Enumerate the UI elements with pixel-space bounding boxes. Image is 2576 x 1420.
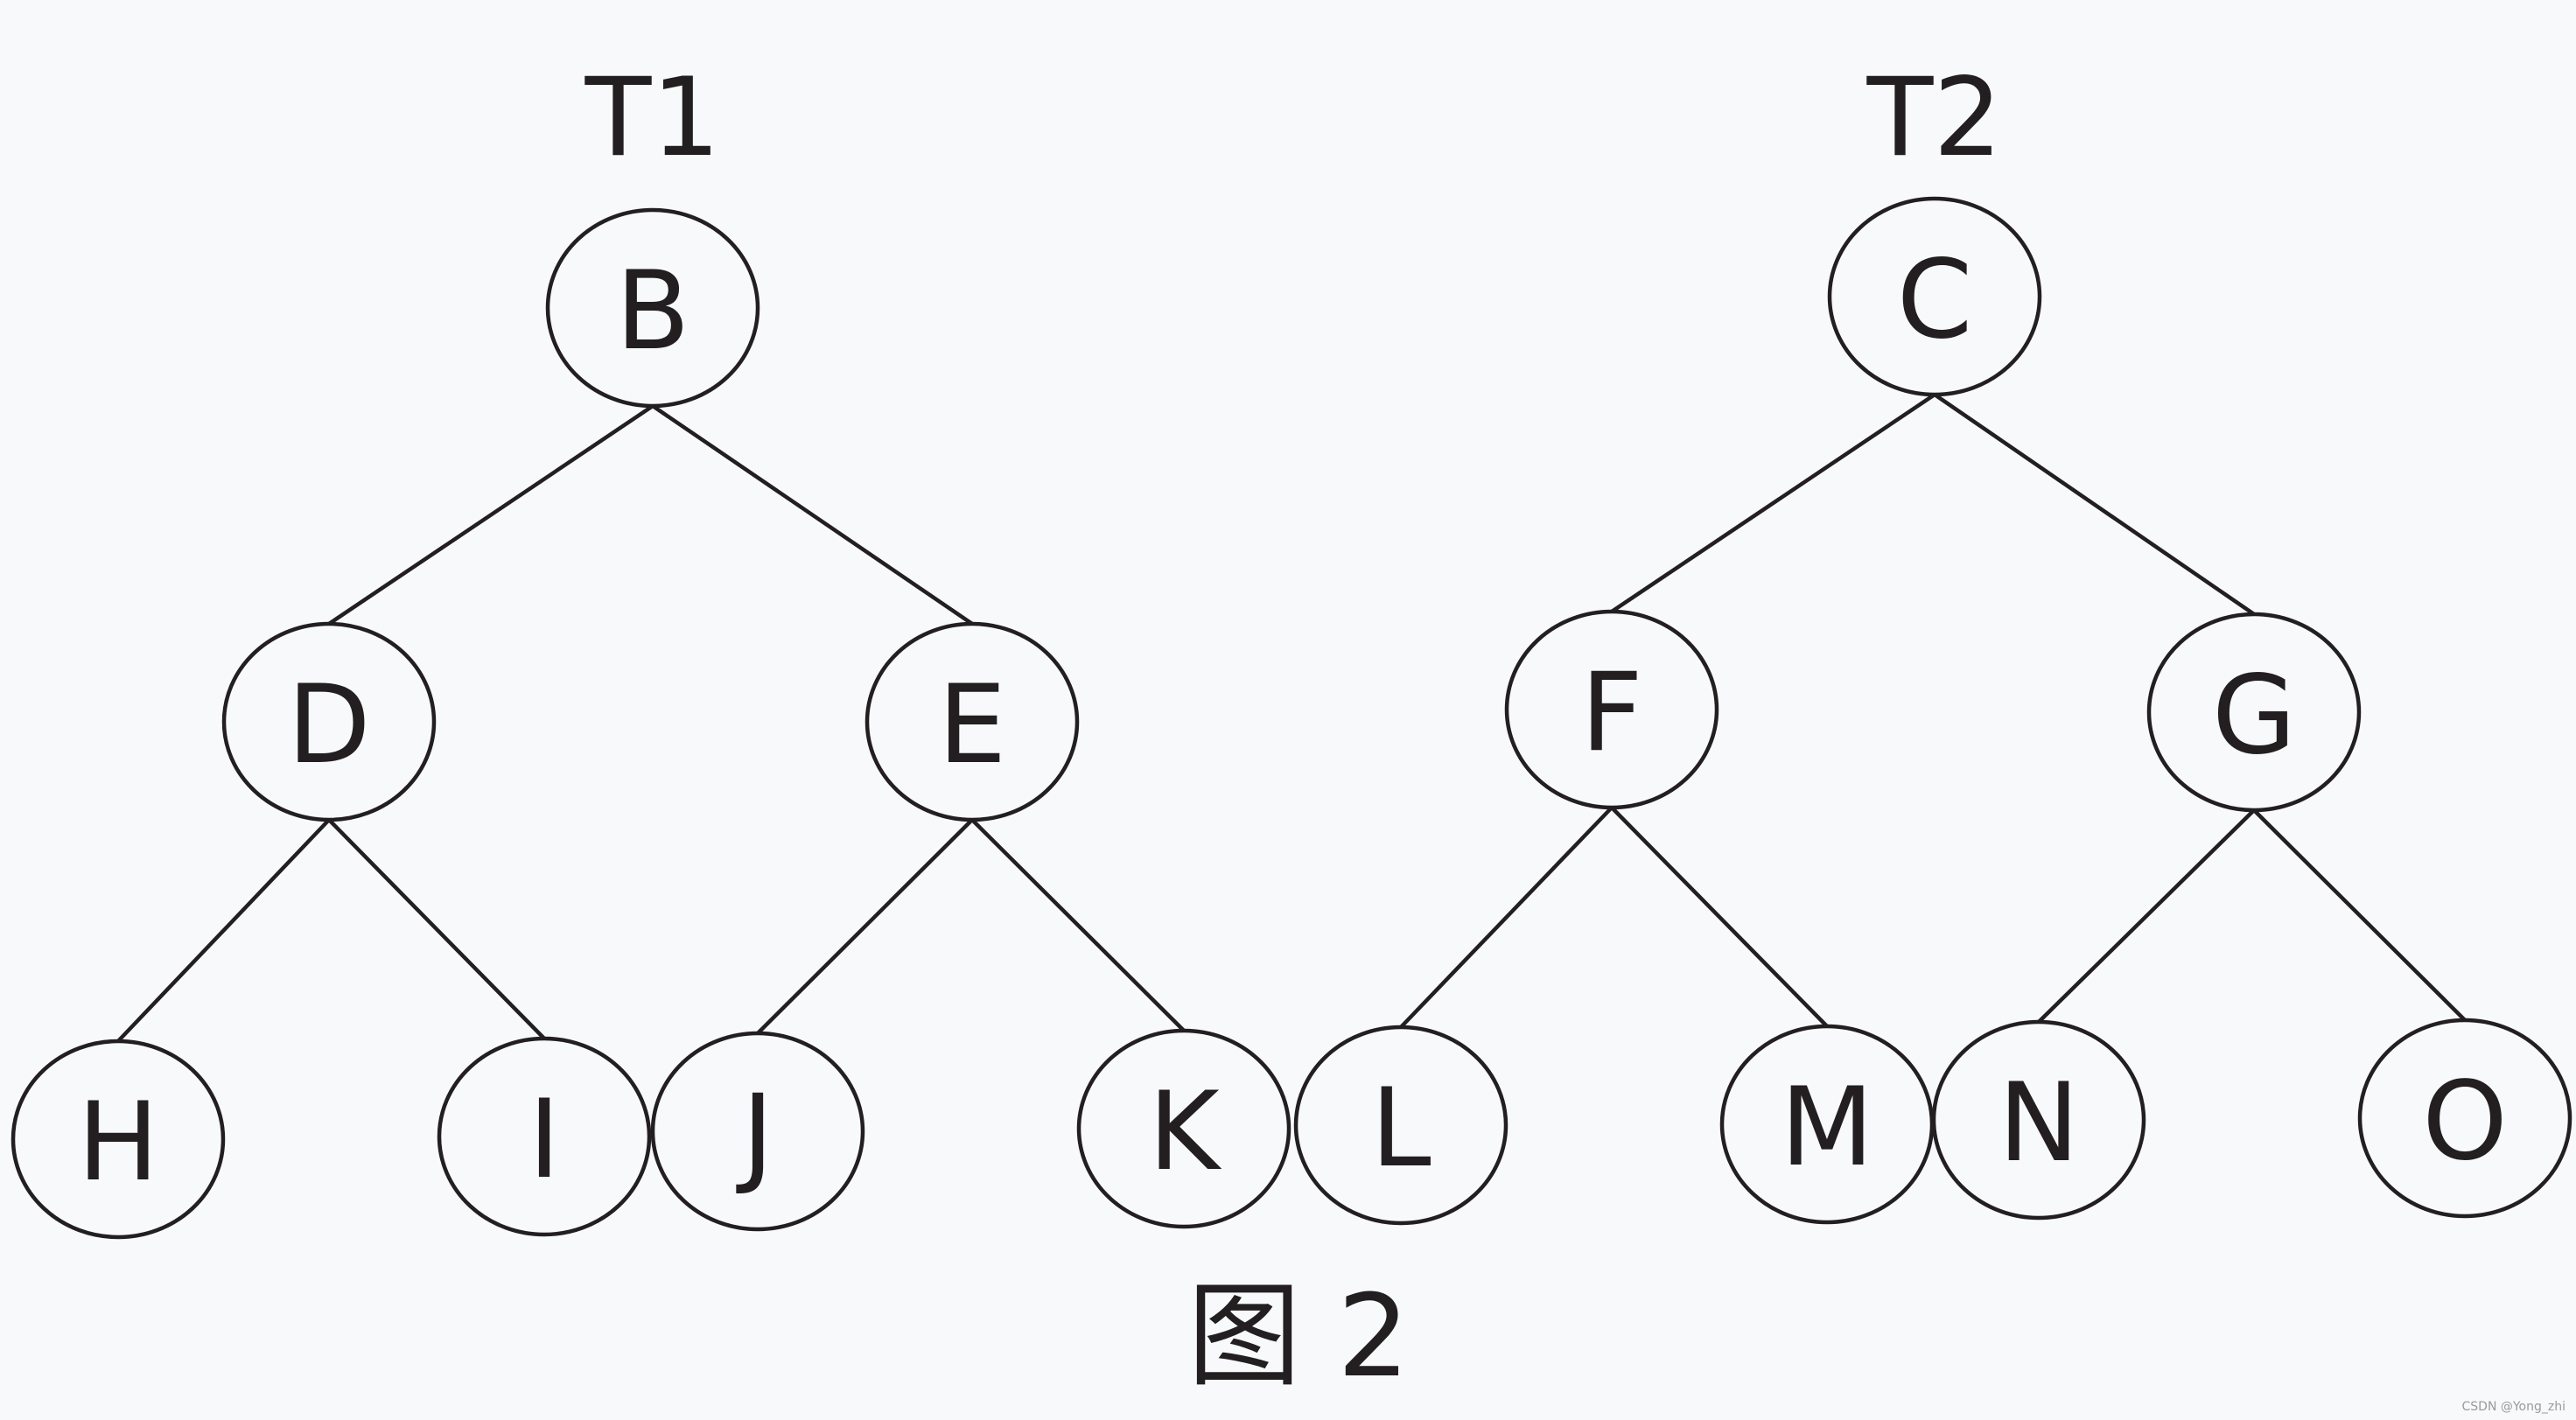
tree-node-c: C [1827, 196, 2042, 397]
node-circle [650, 1031, 865, 1232]
node-label: K [1148, 1069, 1222, 1195]
node-label: C [1897, 237, 1973, 363]
figure-caption: 图 2 [1187, 1270, 1410, 1403]
edge-g-o [2252, 808, 2467, 1022]
edge-c-f [1610, 393, 1936, 613]
node-circle [437, 1036, 652, 1237]
node-circle [864, 621, 1080, 822]
edge-b-e [651, 404, 974, 626]
tree-title-t2: T2 [1866, 55, 2003, 181]
tree-node-n: N [1931, 1019, 2146, 1221]
edge-f-l [1399, 806, 1614, 1029]
node-circle [221, 621, 437, 822]
node-label: L [1370, 1066, 1431, 1192]
tree-node-h: H [10, 1039, 226, 1240]
node-circle [1504, 609, 1719, 810]
tree-node-m: M [1719, 1024, 1935, 1225]
node-circle [1931, 1019, 2146, 1221]
node-label: M [1781, 1065, 1874, 1191]
node-circle [1827, 196, 2042, 397]
node-label: E [938, 662, 1006, 788]
node-circle [1293, 1025, 1508, 1226]
tree-node-j: J [650, 1031, 865, 1232]
edge-e-k [970, 818, 1186, 1032]
watermark-text: CSDN @Yong_zhi [2462, 1400, 2566, 1414]
tree-node-o: O [2357, 1018, 2572, 1219]
edge-f-m [1610, 806, 1829, 1028]
node-label: J [736, 1072, 774, 1198]
tree-node-d: D [221, 621, 437, 822]
node-label: O [2422, 1059, 2508, 1185]
tree-node-i: I [437, 1036, 652, 1237]
edge-g-n [2037, 808, 2256, 1024]
node-label: I [528, 1077, 561, 1203]
node-label: N [1998, 1060, 2080, 1186]
node-circle [2146, 612, 2362, 813]
tree-node-e: E [864, 621, 1080, 822]
tree-node-k: K [1076, 1028, 1292, 1229]
node-label: D [287, 662, 370, 788]
node-label: H [77, 1080, 158, 1206]
node-circle [545, 207, 760, 409]
tree-node-g: G [2146, 612, 2362, 813]
node-label: B [615, 248, 690, 374]
edge-b-d [327, 404, 654, 626]
tree-node-l: L [1293, 1025, 1508, 1226]
node-circle [2357, 1018, 2572, 1219]
edge-d-i [327, 818, 546, 1040]
node-label: F [1580, 650, 1642, 776]
edge-c-g [1933, 393, 2256, 616]
tree-title-t1: T1 [584, 55, 721, 181]
edge-e-j [756, 818, 974, 1035]
edge-d-h [116, 818, 331, 1043]
node-circle [1076, 1028, 1292, 1229]
tree-node-f: F [1504, 609, 1719, 810]
tree-node-b: B [545, 207, 760, 409]
edges-layer [116, 393, 2467, 1043]
node-circle [10, 1039, 226, 1240]
node-label: G [2212, 653, 2296, 779]
